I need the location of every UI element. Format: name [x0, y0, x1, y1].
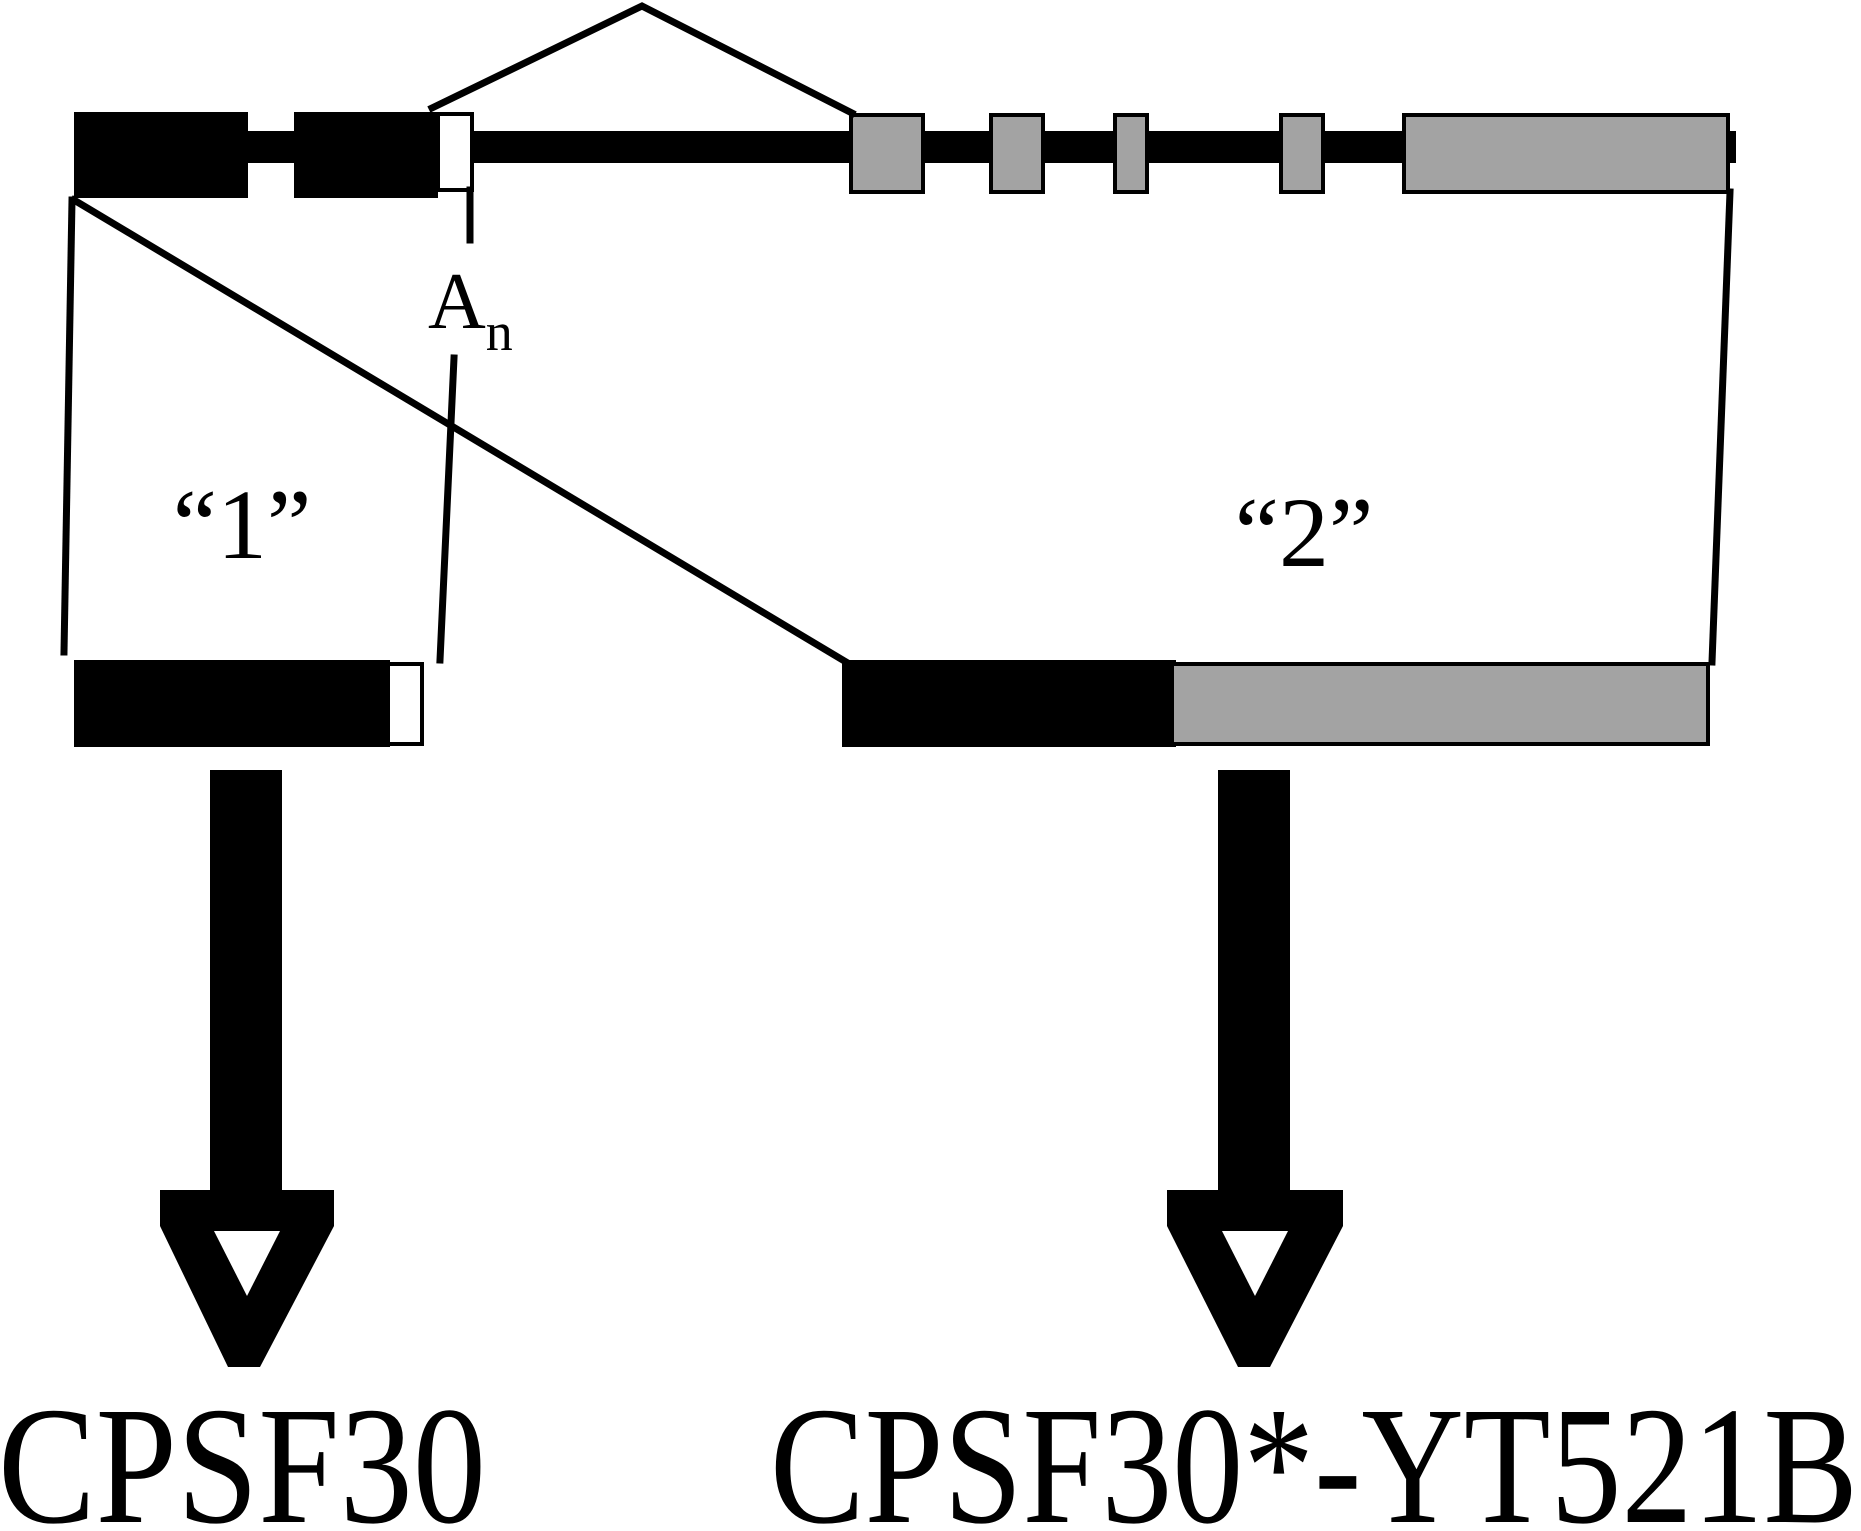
- transcript-1-label: “1”: [173, 469, 312, 580]
- arrow-2-shaft: [1218, 770, 1290, 1206]
- translation-arrow-2: [1167, 770, 1343, 1367]
- map-line-left-outer: [60, 196, 76, 656]
- map-line-right-outer: [1708, 188, 1734, 666]
- cpsf30-exon-2: [294, 112, 438, 198]
- arrow-1-head-inner: [214, 1231, 280, 1296]
- map-line-cross: [69, 195, 851, 667]
- cpsf30-exon-1: [74, 112, 248, 198]
- gene-model: [74, 2, 1736, 198]
- yt521b-exon-3: [1113, 113, 1149, 194]
- transcript-2-yt521b-part: [1170, 662, 1710, 746]
- yt521b-exon-4: [1279, 113, 1325, 194]
- product-2-label: CPSF30*-YT521B: [770, 1373, 1858, 1531]
- transcript-1: [74, 660, 424, 747]
- arrow-2-head-inner: [1222, 1231, 1288, 1296]
- transcript-2: [842, 660, 1710, 747]
- utr-exon: [436, 112, 474, 192]
- transcript-1-utr: [386, 662, 424, 746]
- polya-label: An: [428, 258, 513, 362]
- yt521b-exon-1: [849, 113, 925, 194]
- transcript-2-cpsf30-part: [842, 660, 1176, 747]
- yt521b-exon-2: [989, 113, 1045, 194]
- splice-junction: [427, 2, 857, 118]
- transcript-2-label: “2”: [1235, 477, 1374, 588]
- mapping-lines: [60, 188, 1734, 667]
- gene-3prime-tick: [1728, 131, 1736, 163]
- polya-site: An: [428, 186, 513, 362]
- transcript-1-coding: [74, 660, 390, 747]
- map-line-polya: [436, 354, 458, 664]
- arrow-1-shaft: [210, 770, 282, 1206]
- translation-arrow-1: [160, 770, 334, 1367]
- yt521b-exon-5: [1402, 113, 1730, 194]
- product-1-label: CPSF30: [0, 1373, 486, 1531]
